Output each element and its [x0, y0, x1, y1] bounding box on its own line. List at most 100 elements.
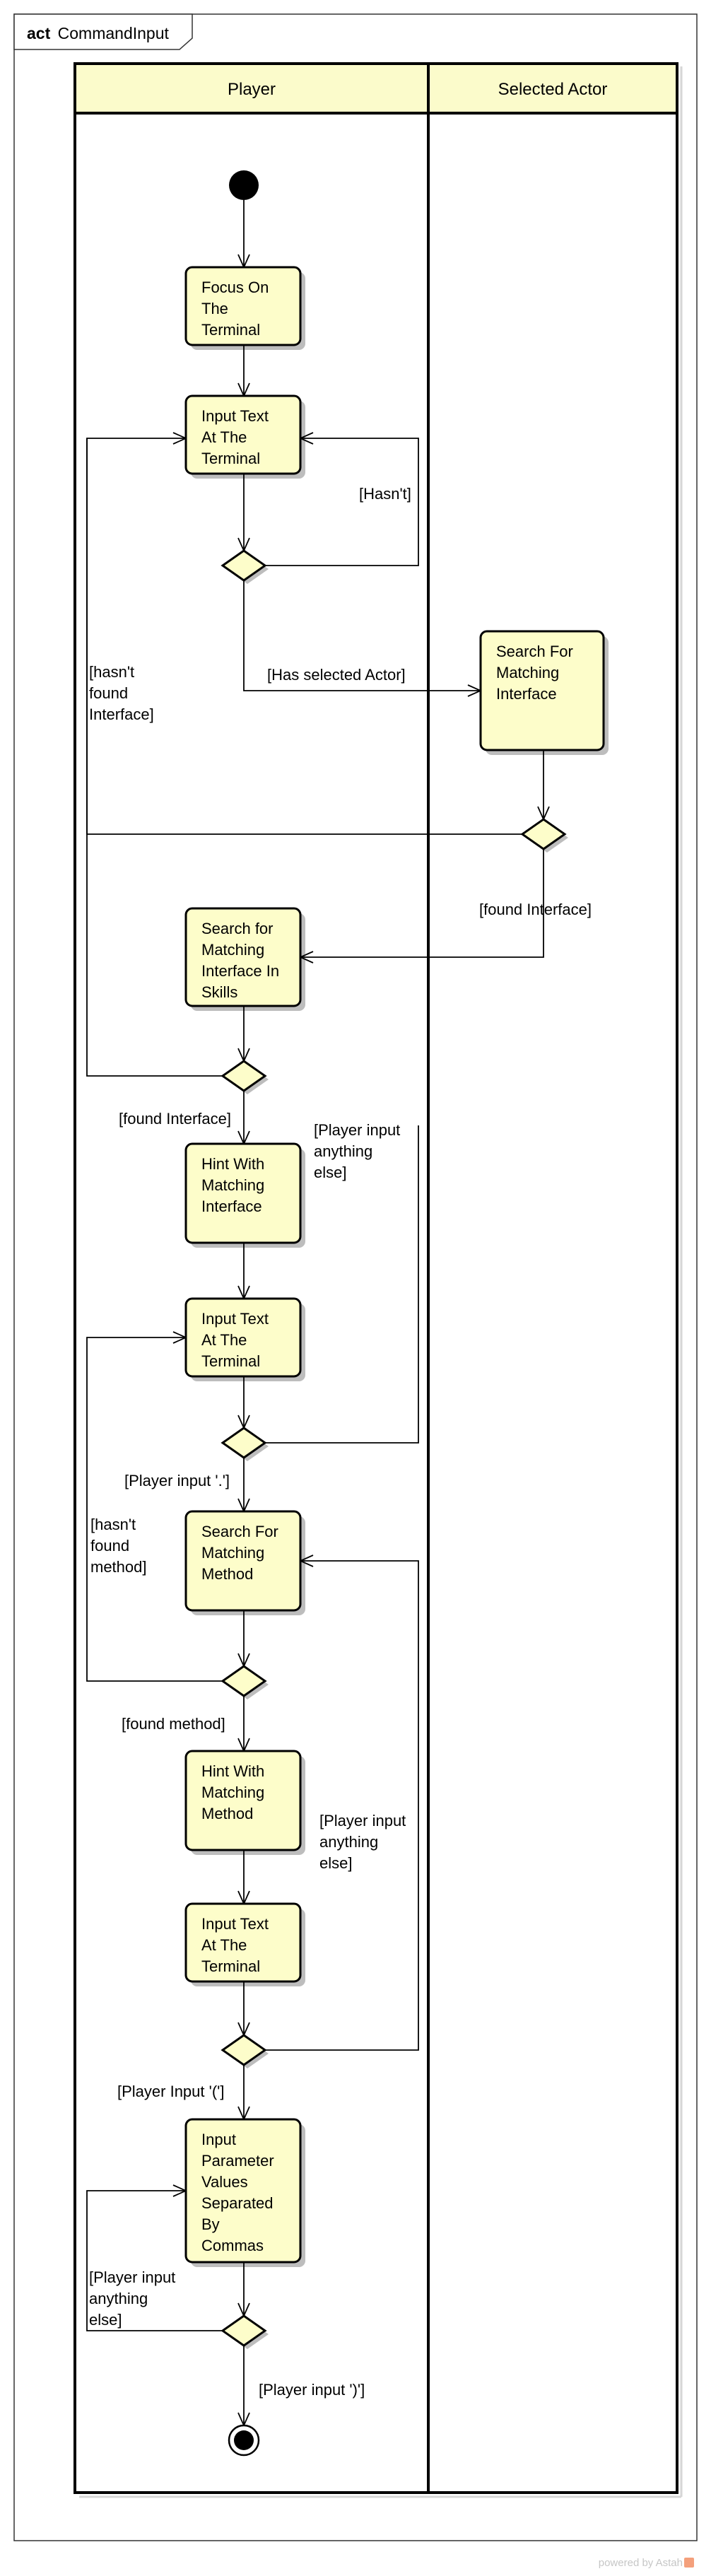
- action-label: Terminal: [201, 450, 260, 467]
- action-label: Search for: [201, 920, 274, 937]
- swimlanes: Player Selected Actor: [74, 62, 683, 2498]
- guard-line: anything: [314, 1142, 372, 1160]
- control-flow: [265, 1125, 419, 1444]
- guard-line: [Player input: [314, 1121, 400, 1139]
- decision-4: [221, 1427, 269, 1461]
- control-flows: [86, 200, 544, 2425]
- action-label: Matching: [201, 1544, 264, 1562]
- guard-line: [Hasn't]: [359, 485, 411, 503]
- guard-line: Interface]: [89, 706, 154, 723]
- guard-line: [Player input: [319, 1812, 406, 1829]
- action-label: Interface: [496, 685, 557, 703]
- action-label: Commas: [201, 2237, 264, 2254]
- action-label: Input: [201, 2131, 236, 2148]
- action-label: Hint With: [201, 1762, 264, 1780]
- control-flow: [86, 2191, 223, 2331]
- decision-6: [221, 2034, 269, 2068]
- action-label: Method: [201, 1805, 253, 1822]
- guard-line: [hasn't: [89, 663, 134, 681]
- lane-title-player: Player: [228, 80, 276, 99]
- action-label: Parameter: [201, 2152, 274, 2170]
- guard-line: [Player input: [89, 2268, 175, 2286]
- action-label: Input Text: [201, 1915, 269, 1933]
- initial-node: [229, 170, 259, 200]
- decision-3: [221, 1060, 269, 1094]
- lane-selected-actor: [427, 62, 678, 2494]
- action-label: Matching: [201, 1176, 264, 1194]
- control-flow: [300, 849, 544, 957]
- watermark-text: powered by Astah: [599, 2557, 683, 2569]
- decision-2: [520, 818, 568, 853]
- guard-line: found: [89, 684, 128, 702]
- action-label: Hint With: [201, 1155, 264, 1173]
- action-label: Skills: [201, 983, 237, 1001]
- guard-line: [found Interface]: [479, 901, 592, 918]
- action-label: Values: [201, 2173, 248, 2191]
- action-label: Terminal: [201, 1957, 260, 1975]
- action-label: Search For: [496, 643, 573, 660]
- control-flow: [265, 1561, 419, 2051]
- action-label: By: [201, 2215, 220, 2233]
- guard-label: [found Interface]: [479, 901, 592, 918]
- guard-label: [Has selected Actor]: [267, 666, 406, 684]
- guard-line: else]: [314, 1164, 346, 1181]
- action-label: Matching: [496, 664, 559, 681]
- action-label: Interface: [201, 1198, 262, 1215]
- guard-label: [found Interface]: [119, 1110, 231, 1128]
- action-label: At The: [201, 428, 247, 446]
- guard-labels: [Hasn't] [Has selected Actor] [hasn't found…: [89, 485, 592, 2399]
- lane-title-selected-actor: Selected Actor: [498, 80, 608, 99]
- action-label: Search For: [201, 1523, 278, 1540]
- guard-label: [Player input ')']: [259, 2381, 365, 2399]
- action-label: At The: [201, 1936, 247, 1954]
- action-label: Matching: [201, 941, 264, 959]
- action-label: Input Text: [201, 407, 269, 425]
- guard-label: [Player Input '(']: [117, 2083, 224, 2100]
- guard-line: [found Interface]: [119, 1110, 231, 1128]
- action-label: The: [201, 300, 228, 317]
- frame-keyword: act: [27, 24, 51, 42]
- guard-label: [found method]: [122, 1715, 225, 1733]
- action-label: Input Text: [201, 1310, 269, 1328]
- diagram-frame: act CommandInput: [13, 13, 698, 2541]
- action-label: Method: [201, 1565, 253, 1583]
- frame-name: CommandInput: [58, 24, 170, 42]
- action-label: Focus On: [201, 279, 269, 296]
- guard-line: [hasn't: [90, 1516, 136, 1533]
- guard-line: [Player input '.']: [124, 1472, 230, 1489]
- action-label: Matching: [201, 1784, 264, 1801]
- action-label: Interface In: [201, 962, 279, 980]
- action-label: Terminal: [201, 321, 260, 339]
- guard-line: [Player Input '(']: [117, 2083, 224, 2100]
- guard-line: [Has selected Actor]: [267, 666, 406, 684]
- guard-line: else]: [89, 2311, 122, 2329]
- guard-line: found: [90, 1537, 129, 1555]
- guard-label: [Player input anything else]: [314, 1121, 400, 1181]
- control-flow: [243, 580, 481, 691]
- action-label: Separated: [201, 2194, 274, 2212]
- action-label: Terminal: [201, 1352, 260, 1370]
- astah-logo-icon: [684, 2558, 694, 2568]
- frame-tag: act CommandInput: [27, 24, 169, 42]
- guard-line: anything: [319, 1833, 378, 1851]
- guard-label: [Hasn't]: [359, 485, 411, 503]
- guard-line: [Player input ')']: [259, 2381, 365, 2399]
- control-flow: [86, 438, 223, 1077]
- decision-7: [221, 2314, 269, 2349]
- final-node: [234, 2430, 254, 2450]
